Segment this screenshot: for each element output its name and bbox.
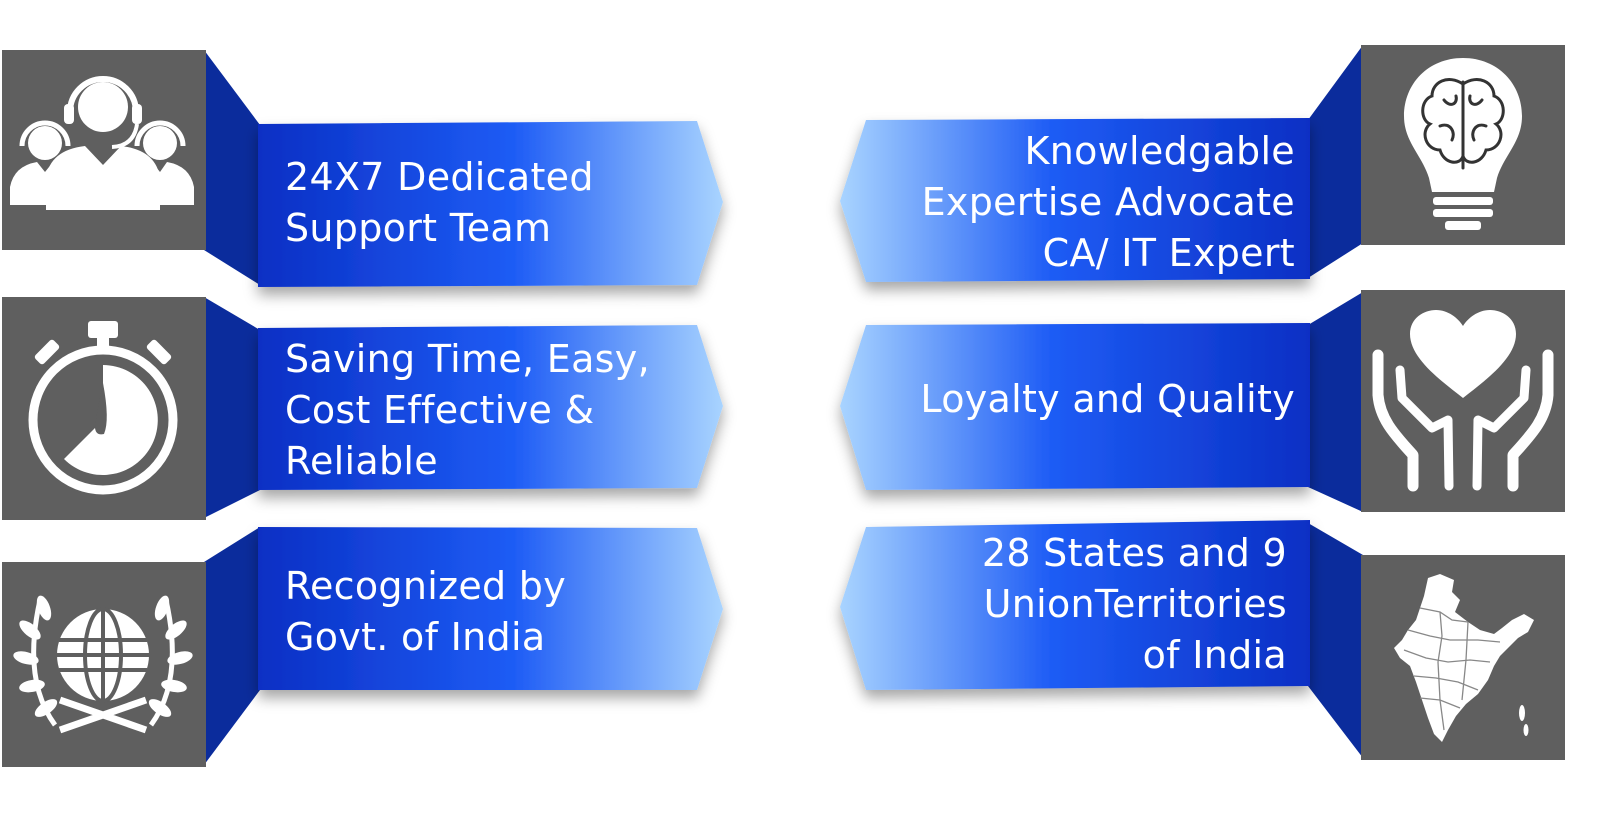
banner-fold xyxy=(204,527,260,765)
feature-label-recognized: Recognized by Govt. of India xyxy=(285,561,566,663)
heart-hands-icon xyxy=(1372,310,1554,492)
feature-recognized xyxy=(2,527,723,767)
label-line: Govt. of India xyxy=(285,615,546,659)
feature-label-loyalty: Loyalty and Quality xyxy=(920,374,1295,425)
banner-fold xyxy=(1308,292,1363,512)
label-line: Support Team xyxy=(285,206,552,250)
icon-box xyxy=(1361,290,1565,512)
support-team-icon xyxy=(10,76,194,210)
label-line: Expertise Advocate xyxy=(921,180,1295,224)
india-map-icon xyxy=(1394,574,1534,742)
feature-label-support: 24X7 Dedicated Support Team xyxy=(285,152,594,254)
label-line: Knowledgable xyxy=(1024,129,1295,173)
label-line: Recognized by xyxy=(285,564,567,608)
banner-ribbon xyxy=(258,325,723,490)
banner-ribbon xyxy=(840,118,1310,282)
label-line: of India xyxy=(1142,633,1287,677)
label-line: Cost Effective & xyxy=(285,388,595,432)
feature-label-saving-time: Saving Time, Easy, Cost Effective & Reli… xyxy=(285,334,650,487)
feature-expertise xyxy=(840,45,1565,282)
label-line: CA/ IT Expert xyxy=(1042,231,1295,275)
globe-laurel-icon xyxy=(13,595,193,734)
label-line: Saving Time, Easy, xyxy=(285,337,650,381)
label-line: Loyalty and Quality xyxy=(920,377,1295,421)
label-line: 24X7 Dedicated xyxy=(285,155,594,199)
feature-label-states: 28 States and 9 UnionTerritories of Indi… xyxy=(982,528,1287,681)
banner-ribbon xyxy=(258,121,723,287)
banner-fold xyxy=(1308,45,1363,278)
banner-ribbon xyxy=(840,520,1310,690)
brain-bulb-icon xyxy=(1404,58,1522,230)
banner-fold xyxy=(204,297,260,518)
feature-label-expertise: Knowledgable Expertise Advocate CA/ IT E… xyxy=(922,126,1295,279)
feature-loyalty xyxy=(840,290,1565,512)
label-line: Reliable xyxy=(285,439,438,483)
banner-fold xyxy=(1308,523,1363,758)
label-line: UnionTerritories xyxy=(983,582,1287,626)
feature-saving-time xyxy=(2,297,723,520)
stopwatch-icon xyxy=(28,321,178,495)
feature-states xyxy=(840,520,1565,760)
banner-ribbon xyxy=(258,527,723,690)
label-line: 28 States and 9 xyxy=(981,531,1287,575)
banner-fold xyxy=(204,50,260,285)
feature-support-team xyxy=(2,50,723,287)
banner-ribbon xyxy=(840,323,1310,490)
